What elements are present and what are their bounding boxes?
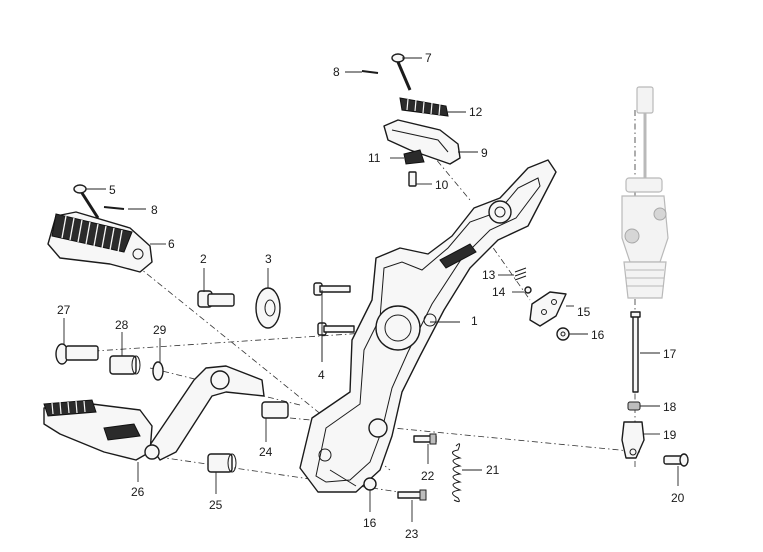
callout-16-bottom: 16 — [363, 516, 377, 530]
return-spring-21 — [452, 443, 462, 503]
pin-7 — [391, 53, 412, 91]
callout-21: 21 — [486, 463, 500, 477]
master-cylinder-ghost — [621, 86, 669, 299]
callout-29: 29 — [153, 323, 167, 337]
callout-14: 14 — [492, 285, 506, 299]
callout-12: 12 — [469, 105, 483, 119]
callout-3: 3 — [265, 252, 272, 266]
spacer-3 — [255, 287, 281, 329]
callout-9: 9 — [481, 146, 488, 160]
bolts-4 — [313, 282, 355, 336]
leader-lines — [63, 57, 679, 522]
callout-23: 23 — [405, 527, 419, 541]
detent-parts — [514, 267, 570, 341]
spring-pin-23 — [397, 489, 427, 501]
clevis-19 — [621, 421, 645, 459]
callout-5: 5 — [109, 183, 116, 197]
callout-7: 7 — [425, 51, 432, 65]
footpeg-left — [47, 211, 153, 273]
collar-25 — [207, 453, 237, 473]
callout-15: 15 — [577, 305, 591, 319]
callout-4: 4 — [318, 368, 325, 382]
callout-27: 27 — [57, 303, 71, 317]
callout-11: 11 — [368, 151, 381, 165]
bushing-28 — [109, 355, 141, 375]
callout-18: 18 — [663, 400, 677, 414]
push-rod-17 — [630, 311, 641, 393]
collar-24 — [261, 401, 289, 419]
callout-28: 28 — [115, 318, 129, 332]
callout-1: 1 — [471, 314, 478, 328]
washer-16-bottom — [363, 477, 377, 491]
callout-25: 25 — [209, 498, 223, 512]
linkage-arm — [43, 365, 265, 461]
callout-16-right: 16 — [591, 328, 605, 342]
callout-2: 2 — [200, 252, 207, 266]
o-ring-29 — [152, 361, 164, 381]
callout-20: 20 — [671, 491, 685, 505]
cotter-8-left — [103, 206, 125, 210]
callout-6: 6 — [168, 237, 175, 251]
bushing-2 — [197, 290, 235, 308]
clevis-pin-20 — [663, 453, 689, 467]
callout-26: 26 — [131, 485, 145, 499]
callout-8-top: 8 — [333, 65, 340, 79]
spring-pin-22 — [413, 433, 437, 445]
cotter-8-top — [361, 70, 379, 74]
main-bracket — [299, 159, 557, 493]
callout-19: 19 — [663, 428, 677, 442]
pivot-bolt-27 — [55, 343, 99, 365]
callout-13: 13 — [482, 268, 496, 282]
footpeg-right — [383, 97, 461, 187]
callout-labels: 1 2 3 4 5 6 7 8 8 9 10 11 12 13 14 15 16… — [57, 51, 685, 541]
nut-18 — [627, 401, 641, 411]
callout-17: 17 — [663, 347, 677, 361]
callout-24: 24 — [259, 445, 273, 459]
callout-8-left: 8 — [151, 203, 158, 217]
callout-22: 22 — [421, 469, 435, 483]
callout-10: 10 — [435, 178, 449, 192]
